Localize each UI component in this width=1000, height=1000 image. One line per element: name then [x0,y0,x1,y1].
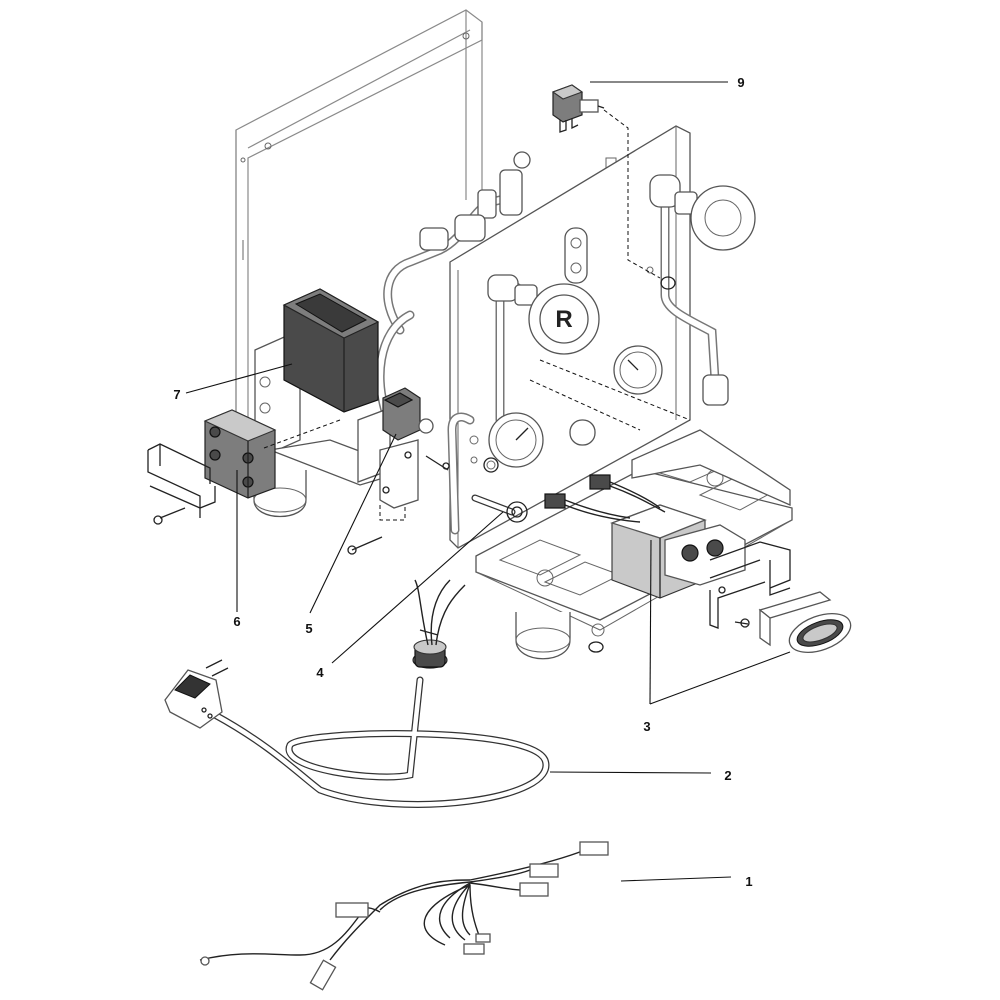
leader-lines [185,81,791,882]
display-bracket [709,541,791,629]
relay-box [282,288,380,413]
callout-1: 1 [745,874,752,889]
right-knob [690,185,756,251]
cable-gland [471,457,528,523]
callout-3: 3 [643,719,650,734]
wiring-harness [199,841,609,991]
harness-connector [475,933,491,943]
harness-ring-terminal [200,956,210,966]
front-panel: R [447,125,691,549]
power-switch [379,387,450,521]
callout-7: 7 [173,387,180,402]
harness-connector [463,943,485,955]
steam-elbow-fitting [487,274,538,425]
display-bezel [758,591,852,654]
pressure-gauge-lower [488,412,544,468]
harness-connector [335,902,369,918]
pressure-switch [551,84,661,279]
panel-slot [564,227,588,284]
harness-connector [519,882,549,897]
callout-2: 2 [724,768,731,783]
steam-valve-knob: R [528,283,600,355]
power-plug [164,659,229,729]
cable-grommet [412,579,466,669]
callout-5: 5 [305,621,312,636]
harness-connector [579,841,609,856]
callout-4: 4 [316,665,324,680]
pressure-gauge-upper [613,345,663,395]
knob-letter: R [555,306,572,333]
callout-labels: 9 7 6 5 4 3 2 1 [173,75,752,889]
terminal-block [203,409,277,499]
terminal-bracket [147,443,216,525]
nut [660,276,676,290]
harness-connector [529,863,559,878]
electronic-module [544,474,746,599]
power-cord [164,579,550,808]
callout-9: 9 [737,75,744,90]
screws [347,536,750,653]
right-steam-assembly [646,174,756,406]
harness-connector [309,959,337,991]
internal-tubing [375,151,617,435]
callout-6: 6 [233,614,240,629]
